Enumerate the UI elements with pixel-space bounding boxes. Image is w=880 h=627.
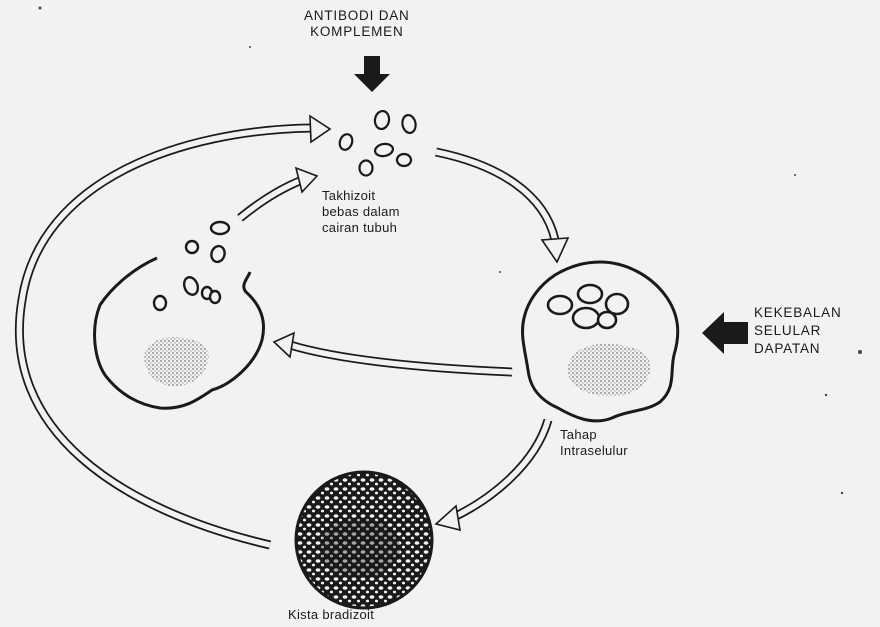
immunity-label-line-2: SELULAR bbox=[754, 322, 842, 340]
release-arrowhead bbox=[296, 168, 317, 192]
infected-host-cell bbox=[523, 262, 678, 421]
encystment-arrow bbox=[452, 420, 548, 518]
antibody-label-line-2: KOMPLEMEN bbox=[304, 24, 410, 40]
antibody-label-line-1: ANTIBODI DAN bbox=[304, 8, 410, 24]
stage-label-line-1: Tahap bbox=[560, 427, 628, 443]
tachyzoite-label-line-1: Takhizoit bbox=[322, 188, 400, 204]
right-cell-nucleus bbox=[568, 344, 650, 397]
outer-loop-arrowhead bbox=[310, 116, 330, 142]
intracellular-stage-label: Tahap Intraselulur bbox=[560, 427, 628, 459]
invasion-arrow bbox=[436, 152, 555, 240]
print-specks bbox=[39, 7, 863, 495]
tachyzoite-label: Takhizoit bebas dalam cairan tubuh bbox=[322, 188, 400, 236]
tachyzoites-free bbox=[338, 110, 417, 176]
immunity-arrow bbox=[702, 312, 748, 354]
spread-arrowhead bbox=[274, 333, 294, 357]
cellular-immunity-label: KEKEBALAN SELULAR DAPATAN bbox=[754, 304, 842, 358]
bradyzoite-cyst-label: Kista bradizoit bbox=[288, 607, 374, 623]
tachyzoite-label-line-2: bebas dalam bbox=[322, 204, 400, 220]
antibody-complement-label: ANTIBODI DAN KOMPLEMEN bbox=[304, 8, 410, 40]
antibody-arrow bbox=[354, 56, 390, 92]
encystment-arrowhead bbox=[436, 506, 460, 530]
cyst-inner-shading bbox=[320, 518, 400, 578]
immunity-label-line-3: DAPATAN bbox=[754, 340, 842, 358]
stage-label-line-2: Intraselulur bbox=[560, 443, 628, 459]
invasion-arrowhead bbox=[542, 238, 568, 262]
immunity-label-line-1: KEKEBALAN bbox=[754, 304, 842, 322]
tachyzoite-label-line-3: cairan tubuh bbox=[322, 220, 400, 236]
